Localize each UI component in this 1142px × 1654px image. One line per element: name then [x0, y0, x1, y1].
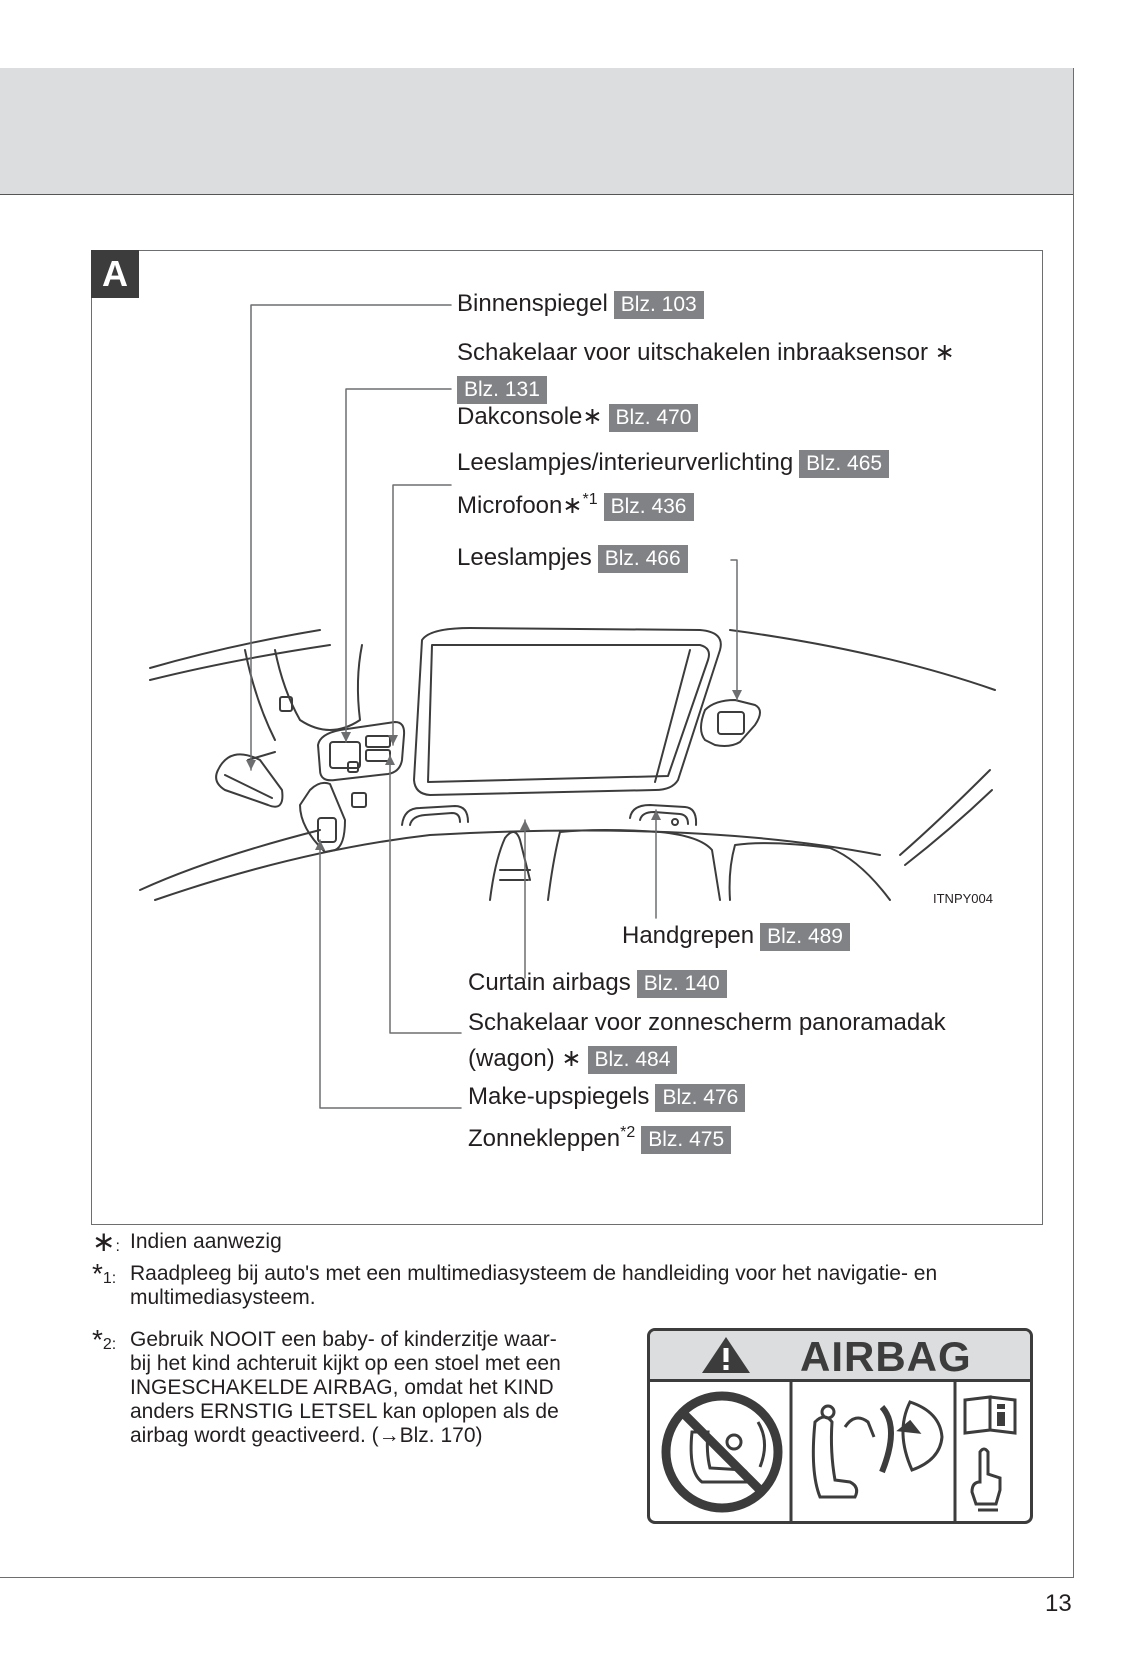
footnote-2: *2: Gebruik NOOIT een baby- of kinderzit… — [92, 1328, 632, 1458]
footnote-mark: ∗: — [92, 1230, 120, 1259]
page-rule-right — [1073, 68, 1074, 1578]
footnote-mark: *2 — [620, 1124, 635, 1141]
footnote-mark: *1 — [582, 491, 597, 508]
read-manual-icon — [965, 1397, 1015, 1510]
section-badge: A — [91, 250, 139, 298]
airbag-label-title: AIRBAG — [800, 1333, 972, 1381]
page-number: 13 — [1045, 1590, 1072, 1618]
label-text: Handgrepen — [622, 922, 754, 949]
figure-frame — [91, 250, 1043, 1225]
asterisk-mark: ∗ — [582, 403, 602, 430]
label-text: Schakelaar voor zonnescherm panoramadak — [468, 1009, 946, 1036]
label-text: Schakelaar voor uitschakelen inbraaksens… — [457, 339, 928, 366]
airbag-deploy-icon — [813, 1402, 942, 1497]
warning-triangle-icon — [700, 1335, 752, 1375]
asterisk-mark: ∗ — [935, 339, 955, 366]
page-ref-badge[interactable]: Blz. 475 — [641, 1126, 731, 1154]
footnote-mark: *1: — [92, 1262, 116, 1291]
airbag-label-header: AIRBAG — [650, 1331, 1030, 1382]
no-rear-facing-child-seat-icon — [666, 1396, 778, 1508]
label-microfoon: Microfoon∗*1 Blz. 436 — [457, 485, 694, 521]
page-ref-badge[interactable]: Blz. 484 — [588, 1046, 678, 1074]
page-ref-badge[interactable]: Blz. 466 — [598, 545, 688, 573]
footnote-text: Indien aanwezig — [130, 1230, 282, 1254]
footnote-mark: *2: — [92, 1328, 116, 1357]
label-text: Microfoon — [457, 492, 562, 519]
page-ref-badge[interactable]: Blz. 436 — [604, 493, 694, 521]
page-ref-badge[interactable]: Blz. 103 — [614, 291, 704, 319]
asterisk-mark: ∗ — [562, 492, 582, 519]
label-zonnekleppen: Zonnekleppen*2 Blz. 475 — [468, 1118, 731, 1154]
footnote-text: Gebruik NOOIT een baby- of kinderzitje w… — [130, 1328, 561, 1448]
footnote-optional: ∗: Indien aanwezig — [92, 1230, 1072, 1256]
label-text: Curtain airbags — [468, 969, 631, 996]
footnote-text: Raadpleeg bij auto's met een multimedias… — [130, 1262, 937, 1310]
header-band — [0, 68, 1074, 195]
label-dakconsole: Dakconsole∗ Blz. 470 — [457, 402, 698, 432]
label-inbraaksensor-ref: Blz. 131 — [457, 374, 547, 404]
page-ref-badge[interactable]: Blz. 470 — [609, 404, 699, 432]
label-text: Binnenspiegel — [457, 290, 608, 317]
figure-code: ITNPY004 — [933, 891, 993, 906]
asterisk-mark: ∗ — [561, 1045, 581, 1072]
label-text: Leeslampjes/interieurverlichting — [457, 449, 793, 476]
page-rule-bottom — [0, 1577, 1074, 1578]
label-text: Make-upspiegels — [468, 1083, 649, 1110]
page-ref-badge[interactable]: Blz. 476 — [655, 1084, 745, 1112]
label-zonnescherm-line2: (wagon) ∗ Blz. 484 — [468, 1044, 677, 1074]
airbag-warning-label: AIRBAG — [647, 1328, 1033, 1524]
page-ref-badge[interactable]: Blz. 489 — [760, 923, 850, 951]
label-zonnescherm: Schakelaar voor zonnescherm panoramadak — [468, 1008, 946, 1038]
page-ref-badge[interactable]: Blz. 140 — [637, 970, 727, 998]
label-text: Leeslampjes — [457, 544, 592, 571]
page-ref-badge[interactable]: Blz. 131 — [457, 376, 547, 404]
label-text: Zonnekleppen — [468, 1125, 620, 1152]
airbag-label-pictograms — [650, 1382, 1030, 1522]
page-ref-badge[interactable]: Blz. 465 — [799, 450, 889, 478]
footnote-1: *1: Raadpleeg bij auto's met een multime… — [92, 1262, 1072, 1314]
label-text: (wagon) — [468, 1045, 555, 1072]
label-text: Dakconsole — [457, 403, 582, 430]
label-inbraaksensor: Schakelaar voor uitschakelen inbraaksens… — [457, 338, 955, 368]
